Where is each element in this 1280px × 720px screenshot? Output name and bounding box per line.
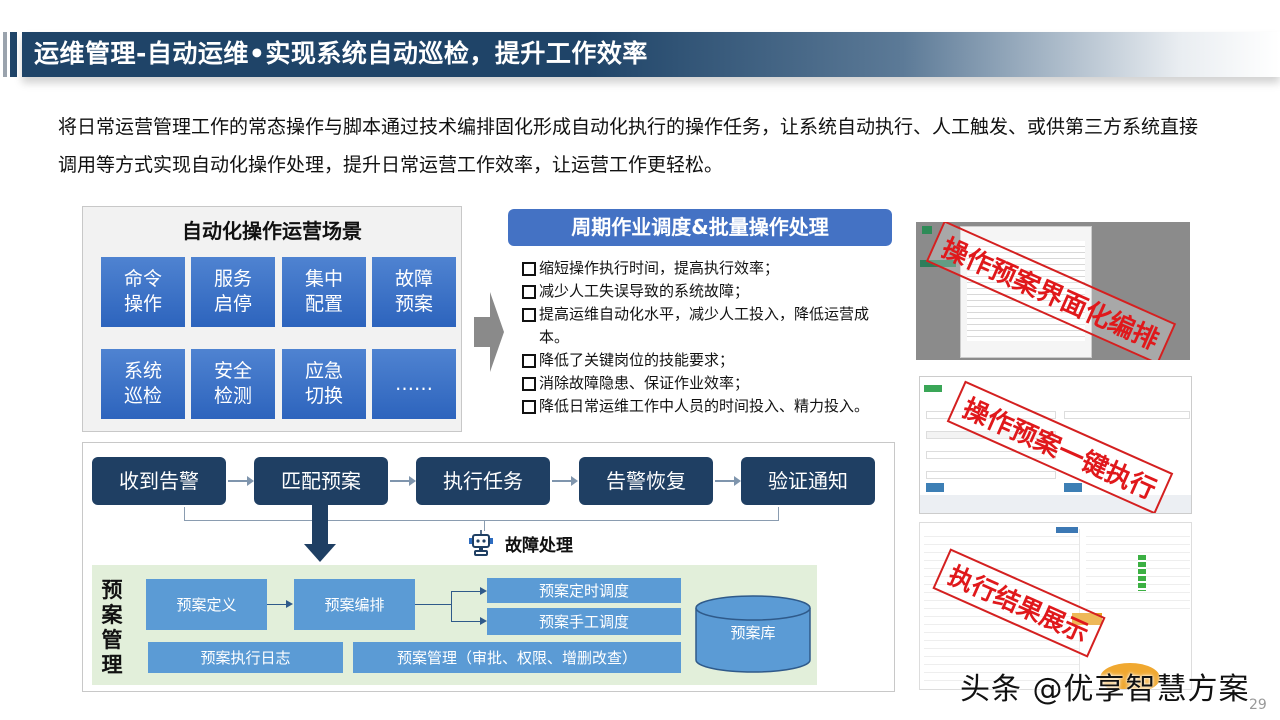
- fault-handling-caption: 故障处理: [467, 529, 573, 557]
- fault-handling-label: 故障处理: [505, 535, 573, 556]
- screenshot-plan-editor: 操作预案界面化编排: [916, 222, 1190, 360]
- form-field: [1064, 411, 1190, 419]
- scenario-tile-inspection: 系统 巡检: [101, 349, 185, 419]
- results-table: [924, 529, 1080, 687]
- plan-arrow: [451, 587, 487, 595]
- plan-orchestrate-box: 预案编排: [294, 579, 415, 630]
- flow-arrow: [552, 476, 578, 486]
- plan-management-label: 预案管理: [101, 578, 123, 677]
- form-field: [926, 471, 1056, 479]
- database-icon: [695, 595, 811, 673]
- benefit-item: 降低了关键岗位的技能要求；: [522, 349, 894, 372]
- scenario-tile-command: 命令 操作: [101, 257, 185, 327]
- header-bar: [22, 32, 1280, 77]
- plan-manual-schedule-box: 预案手工调度: [487, 608, 681, 635]
- flow-step-match-plan: 匹配预案: [254, 457, 388, 505]
- pie-chart: [1100, 663, 1160, 689]
- run-button: [1064, 483, 1082, 492]
- flow-step-alert-recovery: 告警恢复: [579, 457, 713, 505]
- benefit-item: 缩短操作执行时间，提高执行效率；: [522, 257, 894, 280]
- plan-admin-box: 预案管理（审批、权限、增删改查）: [353, 642, 681, 673]
- benefit-item: 减少人工失误导致的系统故障；: [522, 280, 894, 303]
- stamp-label: 操作预案一键执行: [946, 380, 1174, 513]
- code-lines: [967, 241, 1085, 341]
- scenario-title: 自动化操作运营场景: [182, 219, 362, 243]
- status-bar: [1072, 613, 1102, 625]
- toolbar-buttons: [1056, 527, 1078, 533]
- plan-arrow: [451, 617, 487, 625]
- flow-bracket: [184, 507, 779, 521]
- header-badge: [924, 385, 942, 392]
- robot-icon: [469, 530, 493, 556]
- flow-step-execute-task: 执行任务: [416, 457, 550, 505]
- flow-arrow: [228, 476, 254, 486]
- plan-define-box: 预案定义: [146, 579, 267, 630]
- header-accent-stripe-dark: [10, 32, 17, 77]
- plan-branch-line: [451, 591, 452, 621]
- status-dots: [1138, 555, 1146, 591]
- arrow-right-icon: [474, 292, 504, 372]
- scenario-tile-config: 集中 配置: [282, 257, 366, 327]
- dialog-window: [960, 226, 1092, 358]
- flow-arrow: [715, 476, 741, 486]
- screenshot-results: 执行结果展示: [919, 522, 1192, 690]
- flow-step-alert-received: 收到告警: [92, 457, 226, 505]
- flow-bracket-stem: [484, 521, 485, 531]
- form-field: [926, 451, 1056, 459]
- benefit-item: 降低日常运维工作中人员的时间投入、精力投入。: [522, 395, 894, 418]
- benefit-item: 提高运维自动化水平，减少人工投入，降低运营成本。: [522, 303, 894, 349]
- form-field: [926, 431, 1056, 439]
- page-title: 运维管理-自动运维•实现系统自动巡检，提升工作效率: [34, 39, 648, 68]
- form-field: [926, 411, 1056, 419]
- benefits-list: 缩短操作执行时间，提高执行效率； 减少人工失误导致的系统故障； 提高运维自动化水…: [522, 257, 894, 418]
- scenario-tile-service: 服务 启停: [191, 257, 275, 327]
- app-logo: [922, 226, 932, 234]
- scenario-tile-more: ……: [372, 349, 456, 419]
- page-number: 29: [1249, 697, 1267, 713]
- run-button: [926, 483, 944, 492]
- watermark: 头条 @优享智慧方案: [960, 672, 1250, 707]
- benefit-item: 消除故障隐患、保证作业效率；: [522, 372, 894, 395]
- screenshot-one-click-run: 操作预案一键执行: [919, 376, 1192, 514]
- benefits-title: 周期作业调度&批量操作处理: [508, 209, 892, 246]
- down-arrow-icon: [304, 544, 336, 562]
- scenario-tile-security: 安全 检测: [191, 349, 275, 419]
- intro-paragraph: 将日常运营管理工作的常态操作与脚本通过技术编排固化形成自动化执行的操作任务，让系…: [58, 116, 1199, 176]
- plan-library-label: 预案库: [730, 624, 776, 642]
- header-accent-stripe: [3, 32, 7, 77]
- plan-branch-line: [415, 604, 451, 605]
- toolbar-button: [920, 260, 956, 267]
- plan-arrow: [267, 600, 293, 608]
- flow-step-verify-notify: 验证通知: [741, 457, 875, 505]
- plan-execution-log-box: 预案执行日志: [148, 642, 343, 673]
- footer-area: [920, 495, 1191, 513]
- scenario-tile-failover: 应急 切换: [282, 349, 366, 419]
- plan-timed-schedule-box: 预案定时调度: [487, 578, 681, 603]
- scenario-tile-fault-plan: 故障 预案: [372, 257, 456, 327]
- flow-arrow: [390, 476, 416, 486]
- down-arrow-shaft: [312, 505, 328, 545]
